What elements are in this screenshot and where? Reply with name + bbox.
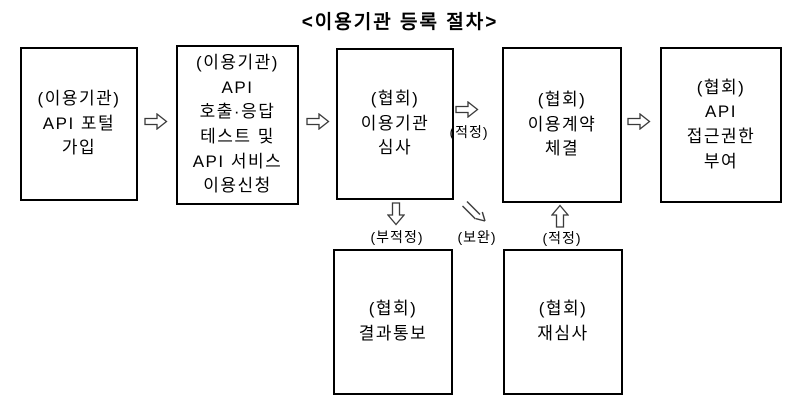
arrow-label-rereview-pass: (적정) [542,230,582,246]
arrow-label-review-pass: (적정) [449,124,489,140]
flow-box-portal-signup: (이용기관) API 포털 가입 [20,47,138,201]
flow-box-contract-signing-text: (협회) 이용계약 체결 [527,90,597,159]
flow-box-re-review: (협회) 재심사 [503,249,623,395]
down-arrow-icon [387,202,405,226]
right-arrow-icon [455,101,479,118]
diagonal-down-arrow-icon [461,200,489,225]
flow-box-re-review-text: (협회) 재심사 [537,299,589,343]
flow-box-result-notice: (협회) 결과통보 [333,249,453,395]
arrow-label-review-fail: (부적정) [370,229,424,245]
flow-box-api-test-apply-text: (이용기관) API 호출·응답 테스트 및 API 서비스 이용신청 [192,53,283,196]
flow-box-access-grant: (협회) API 접근권한 부여 [660,47,782,203]
flow-box-contract-signing: (협회) 이용계약 체결 [502,47,622,203]
flow-box-institution-review-text: (협회) 이용기관 심사 [360,89,430,158]
flow-box-portal-signup-text: (이용기관) API 포털 가입 [37,89,121,158]
right-arrow-icon [627,113,651,130]
up-arrow-icon [551,204,569,228]
right-arrow-icon [144,113,168,130]
right-arrow-icon [306,113,330,130]
flow-box-result-notice-text: (협회) 결과통보 [358,299,428,343]
flow-box-api-test-apply: (이용기관) API 호출·응답 테스트 및 API 서비스 이용신청 [176,45,299,205]
flow-box-access-grant-text: (협회) API 접근권한 부여 [686,77,756,171]
diagram-title: <이용기관 등록 절차> [301,12,499,33]
arrow-label-supplement: (보완) [457,229,497,245]
flow-box-institution-review: (협회) 이용기관 심사 [336,48,454,200]
